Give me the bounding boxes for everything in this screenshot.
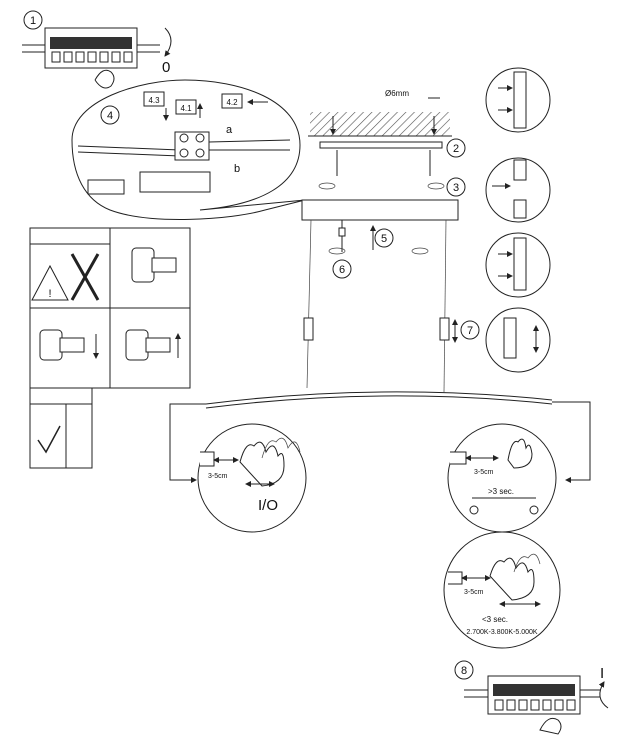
breaker-switches <box>51 51 133 63</box>
bright-bulb-icon <box>469 505 479 515</box>
step-3-label: 3 <box>453 182 459 194</box>
cable-gripper-right <box>439 317 450 341</box>
warning-panels: ! <box>29 227 191 469</box>
hold-short-label: <3 sec. <box>482 615 508 624</box>
distance-label-right: 3-5cm <box>474 469 494 476</box>
hand-icon <box>94 69 115 89</box>
detail-circle-2 <box>485 157 551 223</box>
rotate-arrow-icon-step-8 <box>598 681 609 709</box>
hold-long-label: >3 sec. <box>488 487 514 496</box>
step-4-label: 4 <box>107 110 113 122</box>
ceiling-mount: Ø6mm 2 3 5 6 7 <box>301 89 480 393</box>
step-7-label: 7 <box>467 325 473 337</box>
hand-gesture-icon <box>239 441 285 487</box>
wire-a-label: a <box>226 124 233 136</box>
gripper-icon <box>131 247 155 283</box>
step-8-label: 8 <box>461 665 467 677</box>
lamp-body <box>169 391 591 483</box>
gripper-detail-circles <box>485 67 551 373</box>
step-4-wiring-detail: 4 4.3 4.1 4.2 a b <box>71 79 306 220</box>
onoff-label: I/O <box>258 497 278 514</box>
suspension-cable-right <box>443 219 447 393</box>
switch-off-label: 0 <box>162 59 170 76</box>
dim-bulb-icon <box>529 505 539 515</box>
suspension-cable-left <box>306 219 312 389</box>
onoff-sensor-circle: 3-5cm I/O <box>197 423 307 533</box>
wire-b-label: b <box>234 163 240 175</box>
distance-label-left: 3-5cm <box>208 473 228 480</box>
hand-hold-icon <box>507 438 533 469</box>
hand-swipe-icon <box>489 557 535 601</box>
step-4-2-label: 4.2 <box>226 98 238 107</box>
step-1-label: 1 <box>30 15 36 27</box>
hand-icon-step-8 <box>539 717 562 735</box>
mounting-bracket <box>319 141 443 149</box>
svg-text:!: ! <box>48 288 51 300</box>
diameter-label: Ø6mm <box>385 89 409 98</box>
step-4-3-label: 4.3 <box>148 96 160 105</box>
detail-circle-4 <box>485 307 551 373</box>
checkmark-icon <box>37 425 61 454</box>
cross-icon <box>70 253 100 301</box>
distance-label-bottom: 3-5cm <box>464 589 484 596</box>
canopy <box>301 199 459 221</box>
step-8-breaker-on: 8 I <box>454 660 609 735</box>
step-1-breaker-off: 1 0 <box>22 10 172 89</box>
color-temps-label: 2.700K-3.800K-5.000K <box>466 629 538 636</box>
step-6-label: 6 <box>339 264 345 276</box>
step-4-1-label: 4.1 <box>180 104 192 113</box>
step-2-label: 2 <box>453 143 459 155</box>
switch-on-label: I <box>600 665 604 682</box>
ceiling-hatch <box>310 112 450 136</box>
rotate-arrow-icon <box>164 27 172 57</box>
color-temp-sensor-circle: 3-5cm <3 sec. 2.700K-3.800K-5.000K <box>443 531 561 649</box>
warning-triangle-icon <box>31 264 69 301</box>
step-5-label: 5 <box>381 233 387 245</box>
cable-gripper-left <box>303 317 314 341</box>
dim-sensor-circle: 3-5cm >3 sec. <box>447 423 557 533</box>
